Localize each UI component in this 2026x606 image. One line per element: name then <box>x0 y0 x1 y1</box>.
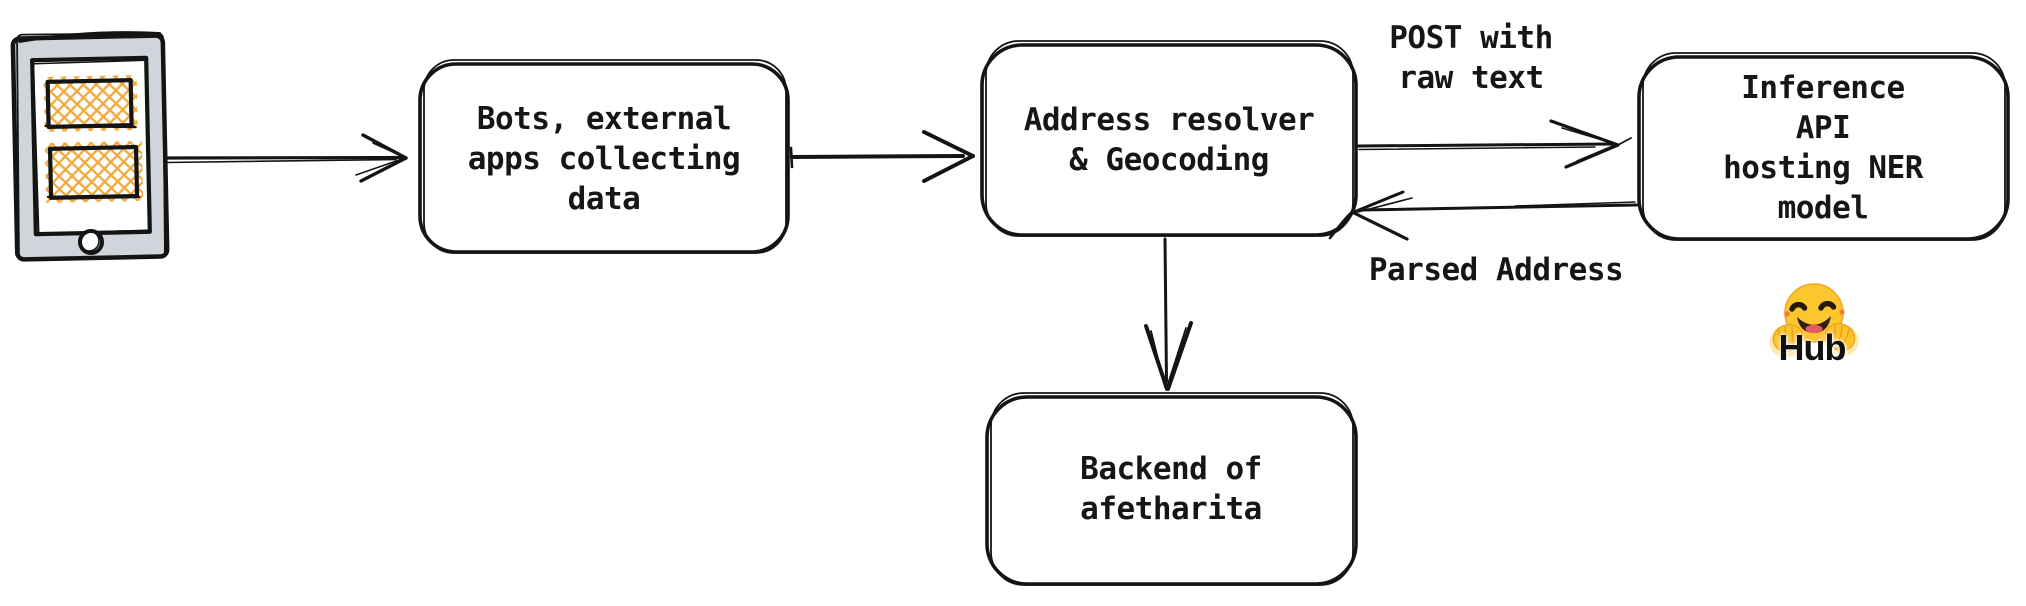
node-box-bots <box>418 59 790 254</box>
edge-label-parsed-address: Parsed Address <box>1368 252 1624 288</box>
edge-label-post-with-raw-text: POST with raw text <box>1389 20 1553 96</box>
arrow-bots-to-resolver <box>789 130 975 183</box>
hugging-face-emoji-icon <box>1769 283 1859 358</box>
node-label-bots: Bots, external apps collecting data <box>467 101 741 217</box>
arrow-inference-to-resolver <box>1328 190 1639 241</box>
node-box-backend <box>985 392 1358 586</box>
screen-highlight-block <box>43 75 138 132</box>
node-label-inference: Inference API hosting NER model <box>1723 70 1923 226</box>
node-box-resolver <box>980 40 1358 237</box>
node-label-resolver: Address resolver & Geocoding <box>1023 102 1315 178</box>
node-box-inference <box>1637 52 2010 241</box>
hub-label: Hub <box>1778 327 1847 368</box>
mobile-device-icon <box>10 31 170 262</box>
screen-highlight-block <box>44 140 144 203</box>
arrow-device-to-bots <box>164 133 408 183</box>
arrow-resolver-to-inference <box>1356 119 1632 169</box>
arrow-resolver-to-backend <box>1144 237 1193 391</box>
node-label-backend: Backend of afetharita <box>1080 451 1262 527</box>
